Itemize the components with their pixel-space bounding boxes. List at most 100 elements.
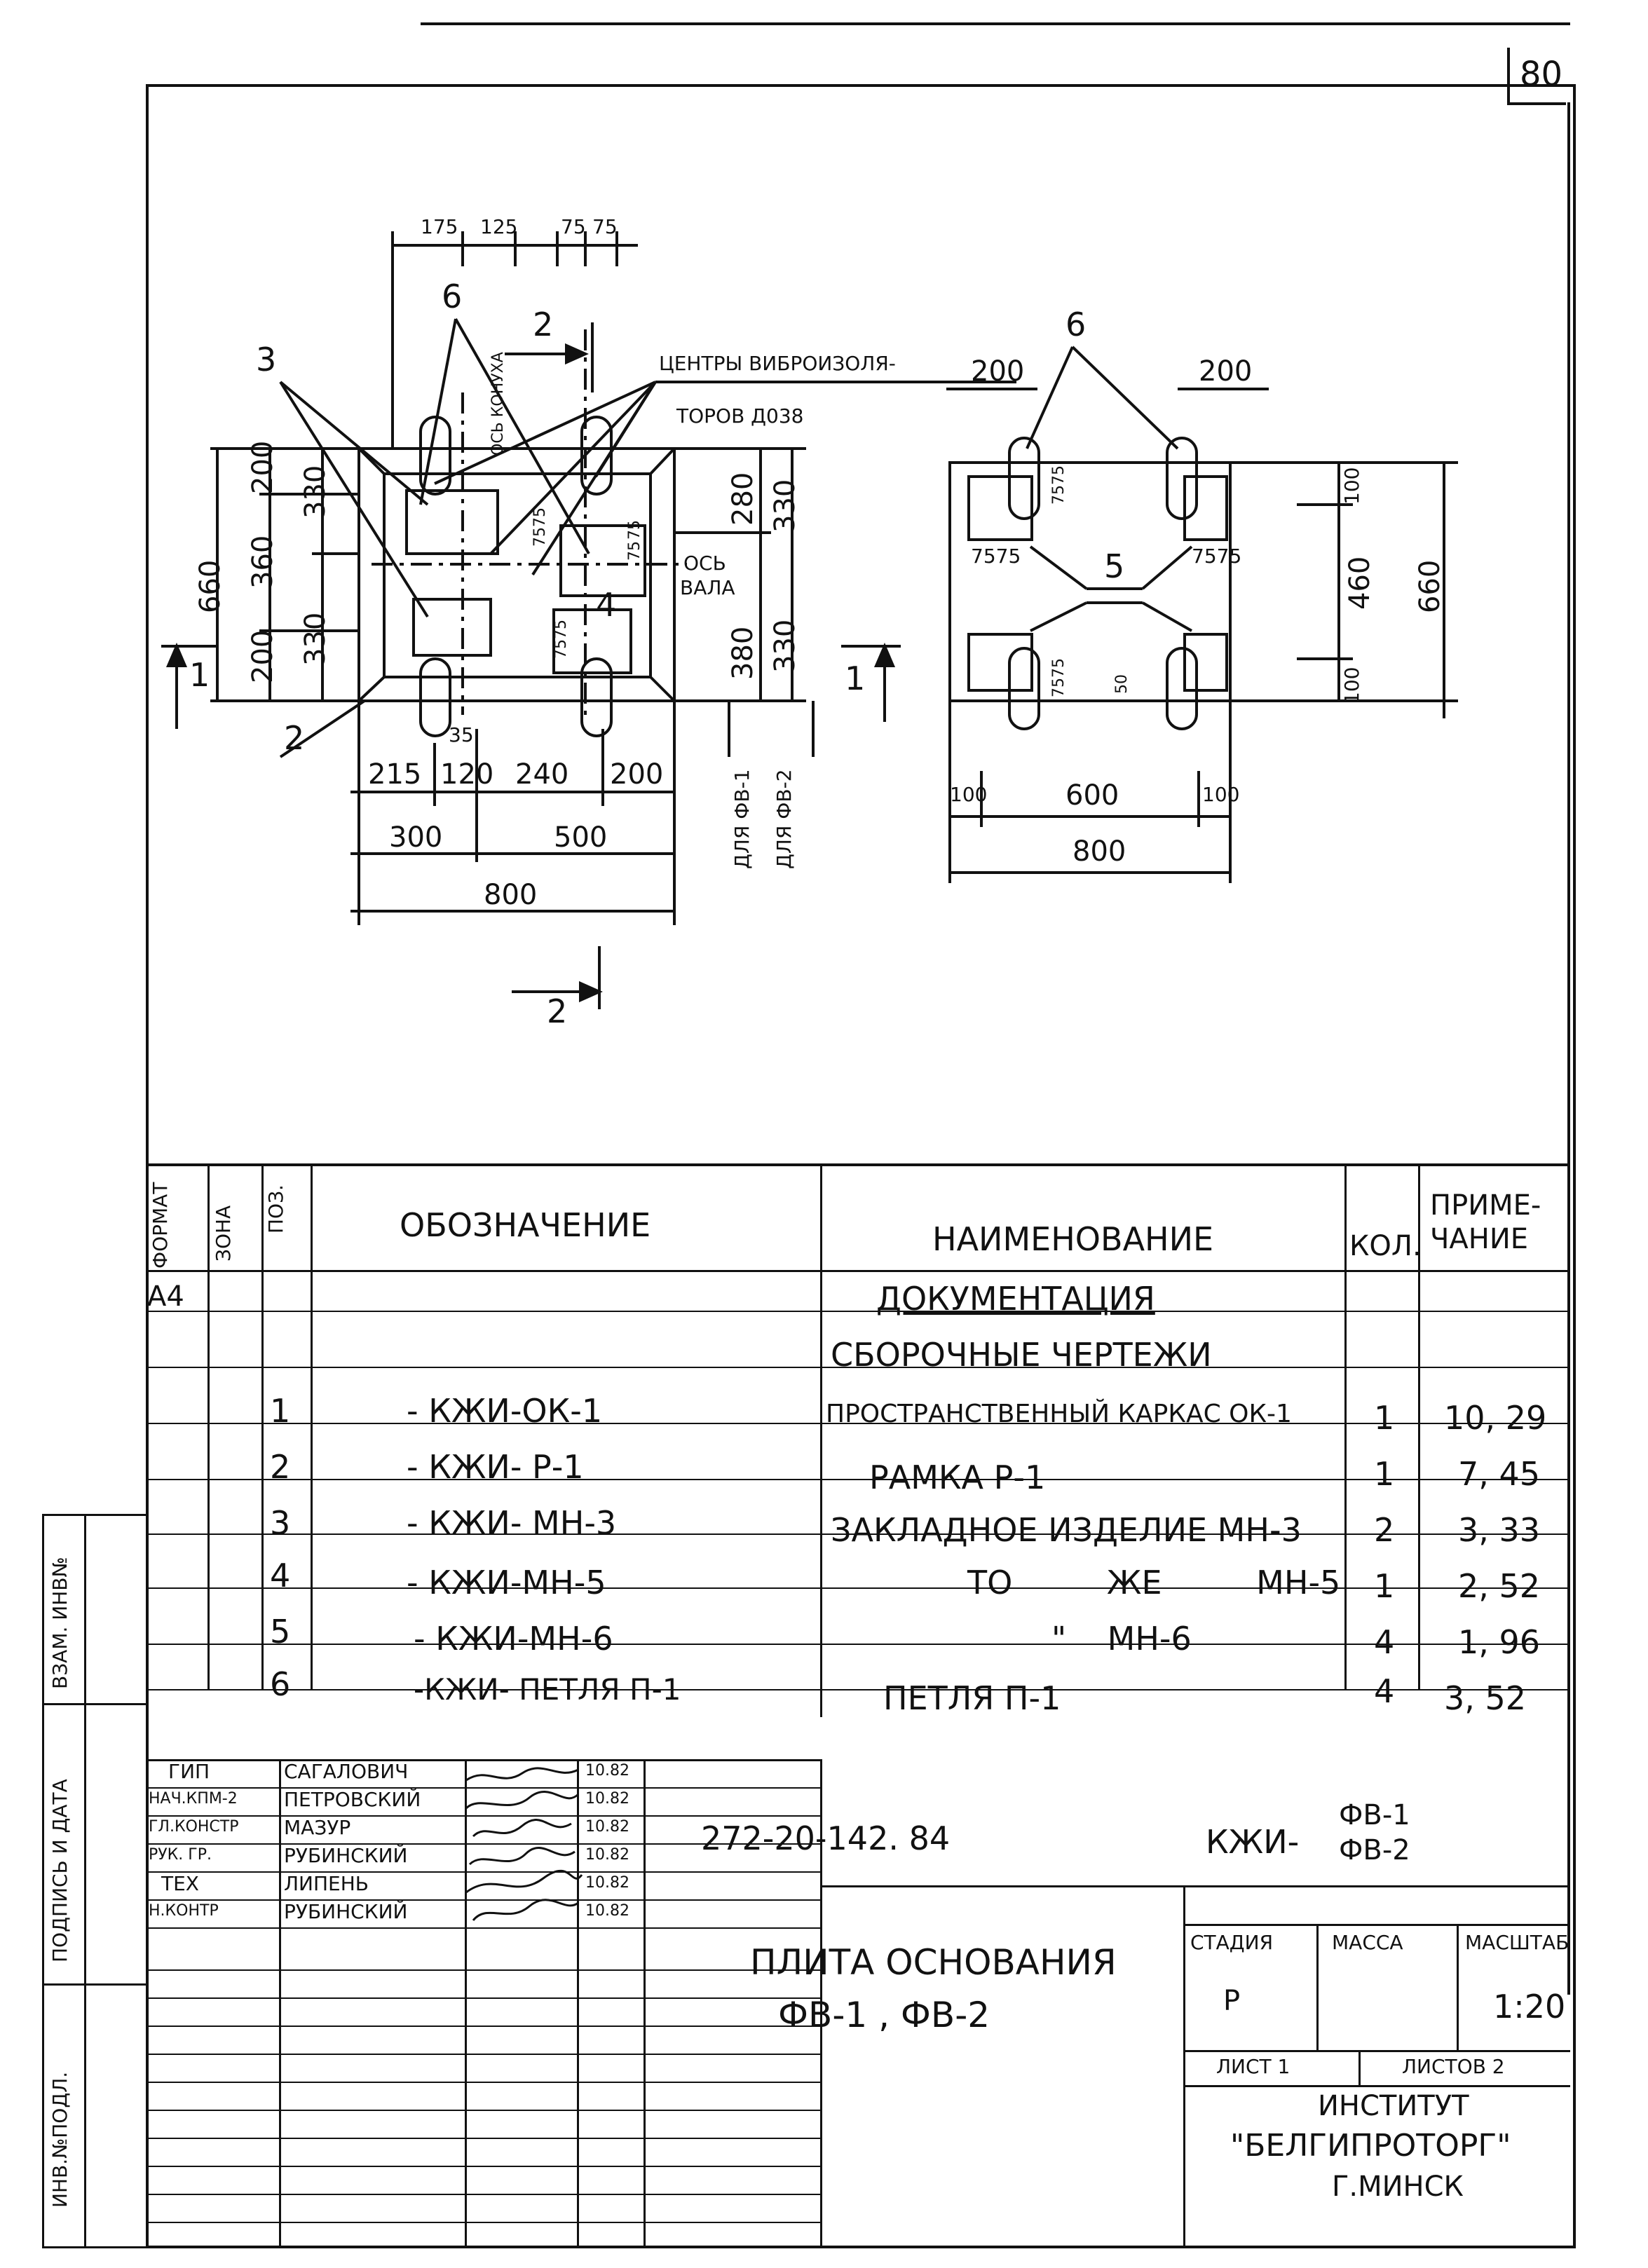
row4-note: 3, 33 xyxy=(1458,1511,1541,1549)
axis-cone-label: ОСЬ КОНУХА xyxy=(489,352,507,456)
top-rule xyxy=(421,22,1570,25)
dim-r-right-100b: 100 xyxy=(1340,667,1363,704)
staff-0-date: 10.82 xyxy=(585,1762,629,1779)
dim-left-660: 660 xyxy=(194,559,226,613)
dim-bot-500: 500 xyxy=(554,821,608,854)
stage-value: Р xyxy=(1223,1985,1241,2017)
staff-3-name: РУБИНСКИЙ xyxy=(284,1844,408,1867)
section-2-bottom: 2 xyxy=(547,992,568,1030)
dim-left-330a: 330 xyxy=(299,465,332,519)
staff-4-name: ЛИПЕНЬ xyxy=(284,1872,369,1895)
staff-1-name: ПЕТРОВСКИЙ xyxy=(284,1788,421,1811)
row6-note: 1, 96 xyxy=(1458,1623,1541,1661)
dim-top-125: 125 xyxy=(480,215,518,238)
callout-3: 3 xyxy=(256,341,277,378)
row5-pos: 4 xyxy=(270,1557,291,1594)
dim-r-inner-7575a: 7575 xyxy=(971,545,1021,568)
dim-r-top-200b: 200 xyxy=(1199,355,1253,388)
dim-right-380: 380 xyxy=(727,626,759,680)
row5-qty: 1 xyxy=(1374,1567,1395,1605)
sheet-label: ЛИСТ 1 xyxy=(1216,2055,1291,2078)
row6-qty: 4 xyxy=(1374,1623,1395,1661)
stage-label: СТАДИЯ xyxy=(1190,1931,1274,1954)
dim-top-75a: 75 xyxy=(561,215,586,238)
row7-qty: 4 xyxy=(1374,1672,1395,1710)
dim-r-right-460: 460 xyxy=(1344,556,1376,610)
row0-format: А4 xyxy=(147,1280,184,1313)
row7-designation: -КЖИ- ПЕТЛЯ П-1 xyxy=(414,1672,681,1707)
org-line-1: ИНСТИТУТ xyxy=(1318,2090,1469,2122)
row6-pos: 5 xyxy=(270,1613,291,1651)
row3-pos: 2 xyxy=(270,1448,291,1486)
hdr-name: НАИМЕНОВАНИЕ xyxy=(932,1220,1214,1258)
row7-note: 3, 52 xyxy=(1444,1679,1527,1717)
row7-pos: 6 xyxy=(270,1665,291,1703)
dim-r-inner-7575d: 7575 xyxy=(1050,658,1068,697)
left-slab-inner xyxy=(383,472,652,678)
row2-note: 10, 29 xyxy=(1444,1399,1547,1437)
dim-bot-120: 120 xyxy=(440,758,494,791)
drawing-frame xyxy=(146,84,1576,2248)
row0-name: ДОКУМЕНТАЦИЯ xyxy=(876,1280,1155,1318)
dim-right-330a: 330 xyxy=(769,479,801,533)
dim-right-330b: 330 xyxy=(769,619,801,673)
scale-value: 1:20 xyxy=(1493,1988,1566,2026)
dim-r-bot-800: 800 xyxy=(1072,835,1126,868)
dim-left-360: 360 xyxy=(247,535,279,589)
dim-right-280: 280 xyxy=(727,472,759,526)
vibro-label-1: ЦЕНТРЫ ВИБРОИЗОЛЯ- xyxy=(659,352,896,375)
dim-r-bot-100a: 100 xyxy=(950,783,988,806)
frame-inner-right xyxy=(1567,102,1570,1995)
section-1-left: 1 xyxy=(189,656,210,694)
staff-2-role: ГЛ.КОНСТР xyxy=(149,1818,239,1836)
left-slab-outline xyxy=(357,447,676,702)
side-field-2: ПОДПИСЬ И ДАТА xyxy=(48,1779,71,1962)
staff-5-role: Н.КОНТР xyxy=(149,1902,219,1920)
dim-r-right-660: 660 xyxy=(1414,559,1446,613)
staff-4-role: ТЕХ xyxy=(161,1872,199,1895)
axis-shaft-label-2: ВАЛА xyxy=(680,576,735,599)
dim-r-right-100a: 100 xyxy=(1340,467,1363,505)
row2-name: ПРОСТРАНСТВЕННЫЙ КАРКАС ОК-1 xyxy=(826,1400,1292,1428)
row4-designation: - КЖИ- МН-3 xyxy=(407,1504,617,1542)
row4-qty: 2 xyxy=(1374,1511,1395,1549)
dim-r-inner-7575c: 7575 xyxy=(1050,465,1068,505)
doc-mark-2: ФВ-2 xyxy=(1339,1834,1410,1866)
row1-name: СБОРОЧНЫЕ ЧЕРТЕЖИ xyxy=(831,1336,1212,1374)
dim-r-bot-100b: 100 xyxy=(1202,783,1240,806)
staff-0-role: ГИП xyxy=(168,1760,210,1783)
staff-1-role: НАЧ.КПМ-2 xyxy=(149,1790,238,1808)
org-line-2: "БЕЛГИПРОТОРГ" xyxy=(1230,2128,1511,2164)
row5-name: ТО ЖЕ МН-5 xyxy=(967,1564,1341,1601)
hdr-zone: ЗОНА xyxy=(212,1205,235,1262)
staff-5-name: РУБИНСКИЙ xyxy=(284,1900,408,1923)
row2-qty: 1 xyxy=(1374,1399,1395,1437)
callout-6: 6 xyxy=(442,278,463,315)
row2-pos: 1 xyxy=(270,1392,291,1430)
staff-3-role: РУК. ГР. xyxy=(149,1846,212,1864)
dim-left-200a: 200 xyxy=(247,440,279,494)
callout-6-right: 6 xyxy=(1065,306,1087,343)
staff-2-date: 10.82 xyxy=(585,1818,629,1836)
title-block xyxy=(146,1759,1570,2248)
row4-pos: 3 xyxy=(270,1504,291,1542)
scale-label: МАСШТАБ xyxy=(1465,1931,1569,1954)
hdr-note-2: ЧАНИЕ xyxy=(1430,1223,1529,1255)
hdr-note-1: ПРИМЕ- xyxy=(1430,1189,1541,1222)
org-line-3: Г.МИНСК xyxy=(1332,2171,1464,2203)
sheet-number-box xyxy=(1507,48,1566,105)
callout-4: 4 xyxy=(596,586,617,624)
row3-name: РАМКА Р-1 xyxy=(869,1459,1046,1496)
dim-bot-300: 300 xyxy=(389,821,443,854)
row3-designation: - КЖИ- Р-1 xyxy=(407,1448,584,1486)
dim-bot-240: 240 xyxy=(515,758,569,791)
dim-bot-800: 800 xyxy=(484,879,538,911)
drawing-area xyxy=(161,231,1458,1009)
dim-r-inner-7575b: 7575 xyxy=(1192,545,1242,568)
dim-left-330b: 330 xyxy=(299,612,332,666)
row4-name: ЗАКЛАДНОЕ ИЗДЕЛИЕ МН-3 xyxy=(831,1511,1302,1549)
vibro-label-2: ТОРОВ Д038 xyxy=(676,404,804,428)
doc-code: 272-20-142. 84 xyxy=(701,1819,951,1857)
staff-4-date: 10.82 xyxy=(585,1874,629,1892)
axis-shaft-label-1: ОСЬ xyxy=(683,552,726,575)
